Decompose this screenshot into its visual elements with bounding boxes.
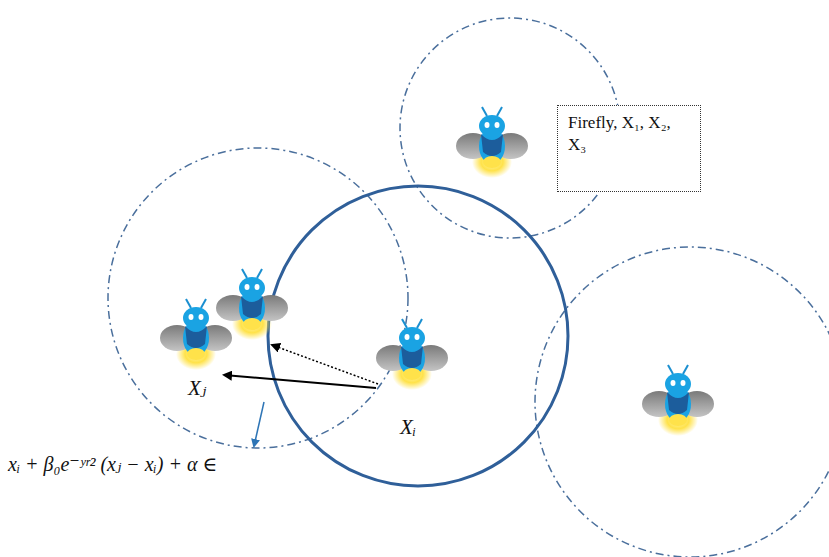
firefly-label: Xᵢ <box>400 415 416 440</box>
update-formula: xᵢ + β₀e⁻ʸʳ² (xⱼ − xᵢ) + α ∈ <box>8 452 217 476</box>
note-box: Firefly, X₁, X₂, X₃ <box>557 105 701 192</box>
firefly-label: Xⱼ <box>188 376 206 401</box>
note-text: Firefly, X₁, X₂, X₃ <box>568 112 690 156</box>
